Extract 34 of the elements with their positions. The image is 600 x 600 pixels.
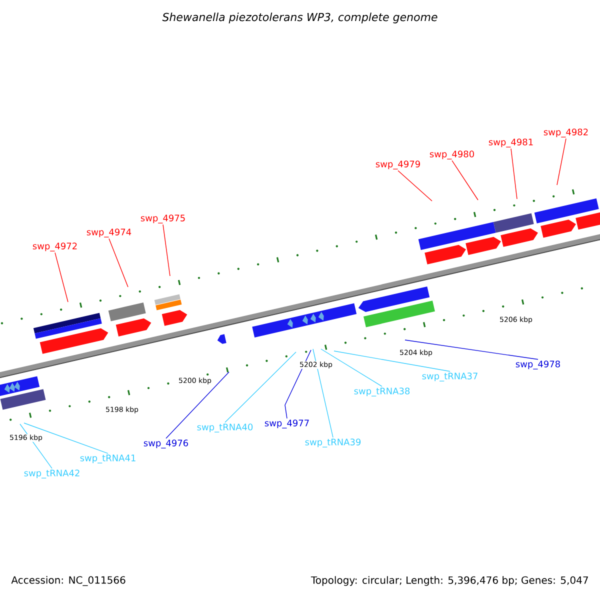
leader-line bbox=[162, 224, 170, 276]
gene-label: swp_tRNA42 bbox=[24, 470, 80, 478]
gene-label: swp_tRNA38 bbox=[354, 388, 410, 396]
leader-line bbox=[398, 170, 432, 202]
gene-label: swp_4974 bbox=[86, 228, 132, 238]
gene-label: swp_tRNA41 bbox=[80, 454, 136, 464]
gene-label: swp_4972 bbox=[32, 242, 77, 252]
gene-label: swp_4976 bbox=[144, 440, 188, 448]
gene-label: swp_tRNA40 bbox=[197, 424, 253, 432]
leader-line bbox=[510, 148, 518, 200]
leader-line bbox=[166, 372, 230, 439]
leader-line bbox=[24, 422, 108, 454]
leader-line bbox=[334, 350, 450, 372]
gene-label: swp_4978 bbox=[516, 360, 560, 370]
title: Shewanella piezotolerans WP3, complete genome bbox=[162, 12, 438, 24]
footer-text: Accession: NC_011566 bbox=[11, 576, 126, 586]
gene-label: swp_4980 bbox=[430, 150, 474, 160]
gene-label: swp_tRNA39 bbox=[305, 438, 361, 448]
gene-label: swp_4975 bbox=[140, 214, 185, 224]
leader-line bbox=[404, 340, 538, 360]
leader-line bbox=[284, 350, 312, 419]
leader-line bbox=[108, 238, 128, 288]
leader-line bbox=[312, 348, 334, 438]
gene-label: swp_4977 bbox=[264, 420, 309, 428]
gene-label: swp_4982 bbox=[544, 128, 588, 138]
leader-line bbox=[320, 348, 382, 387]
gene-label: swp_tRNA37 bbox=[422, 372, 478, 382]
leader-line bbox=[224, 352, 296, 423]
leader-line bbox=[54, 252, 68, 302]
leader-line bbox=[452, 160, 478, 200]
gene-label: swp_4981 bbox=[488, 138, 533, 148]
gene-label: swp_4979 bbox=[376, 160, 420, 170]
leader-line bbox=[556, 138, 566, 186]
footer-text: Topology: circular; Length: 5,396,476 bp; Genes: 5,047 bbox=[310, 576, 588, 586]
